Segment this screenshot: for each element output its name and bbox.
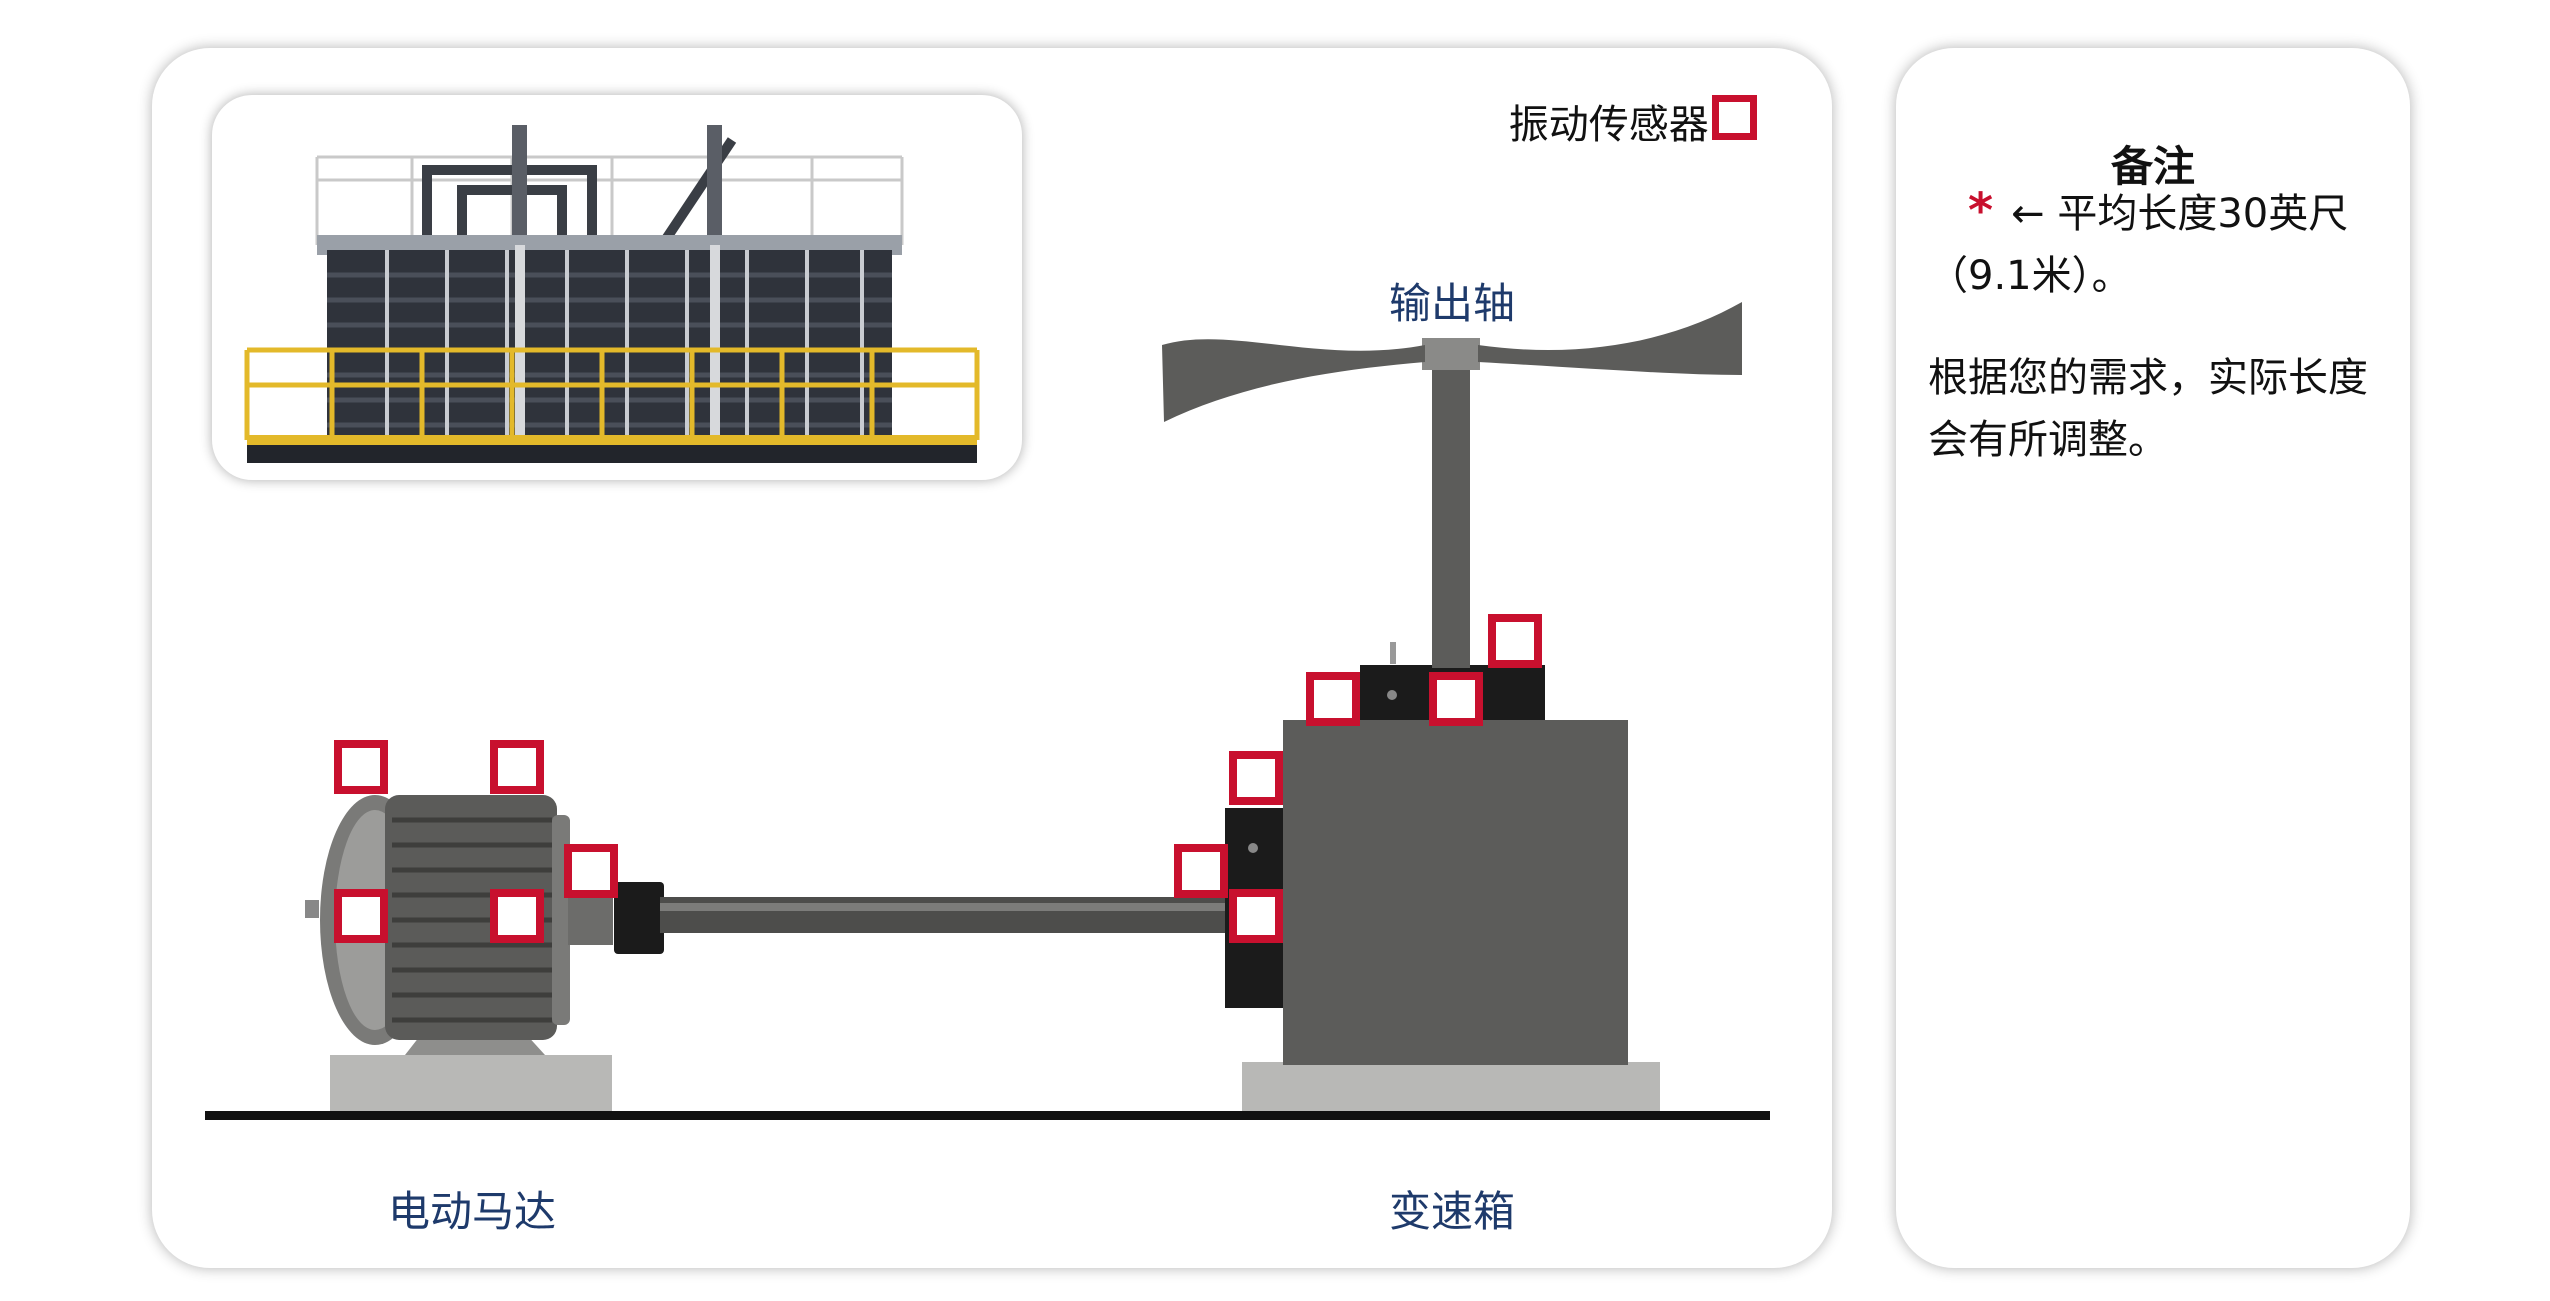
note-length: *← 平均长度30英尺（9.1米）。 [1928, 180, 2388, 307]
gearbox-body [1283, 720, 1628, 1065]
asterisk-icon: * [1968, 183, 1993, 239]
vibration-sensor-icon [338, 893, 384, 939]
fan-blade-left [1162, 339, 1425, 422]
drive-shaft [660, 897, 1255, 933]
note-adjustment: 根据您的需求，实际长度会有所调整。 [1928, 347, 2388, 471]
gearbox-base [1242, 1062, 1660, 1111]
electric-motor-label: 电动马达 [388, 1178, 556, 1239]
gearbox-label: 变速箱 [1389, 1178, 1515, 1239]
notes-body: *← 平均长度30英尺（9.1米）。 根据您的需求，实际长度会有所调整。 [1928, 180, 2388, 511]
output-shaft [1432, 368, 1470, 668]
fan-hub [1422, 338, 1480, 370]
vibration-sensor-icon [1233, 755, 1279, 801]
vibration-sensor-icon [1712, 95, 1757, 140]
vibration-sensor-icon [1492, 618, 1538, 664]
vibration-sensor-icon [494, 893, 540, 939]
fan-blade-right [1478, 302, 1742, 375]
vibration-sensor-icon [1310, 676, 1356, 722]
vibration-sensor-icon [1233, 893, 1279, 939]
ground-line [205, 1111, 1770, 1120]
vibration-sensor-icon [338, 744, 384, 790]
output-shaft-label: 输出轴 [1389, 270, 1515, 331]
shaft-coupling [614, 882, 664, 954]
vibration-sensor-icon [1178, 848, 1224, 894]
vibration-sensor-icon [1433, 676, 1479, 722]
vibration-sensor-icon [494, 744, 540, 790]
motor-base [330, 1055, 612, 1111]
vibration-sensor-icon [568, 848, 614, 894]
